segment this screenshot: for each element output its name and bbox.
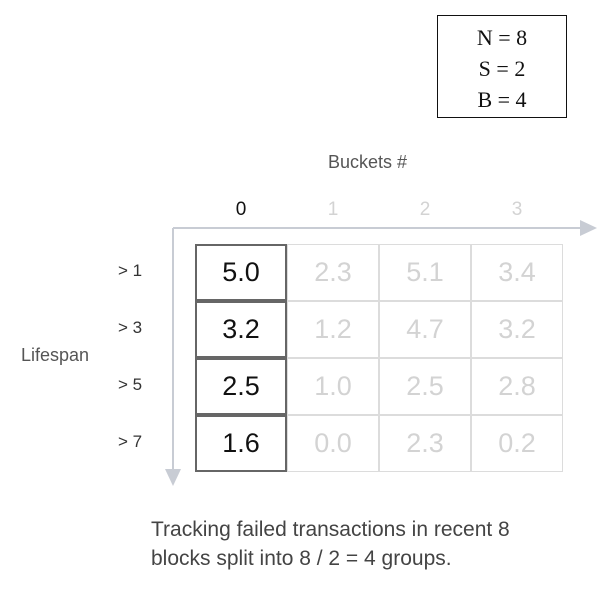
grid-cell-r3-c0: 1.6 — [195, 415, 287, 472]
grid-cell-r0-c2: 5.1 — [379, 244, 471, 301]
grid-cell-r1-c0: 3.2 — [195, 301, 287, 358]
x-tick-0: 0 — [235, 199, 247, 220]
grid-cell-r2-c3: 2.8 — [471, 358, 563, 415]
grid-cell-r2-c0: 2.5 — [195, 358, 287, 415]
y-tick-1: > 1 — [118, 261, 143, 280]
grid-cell-r1-c1: 1.2 — [287, 301, 379, 358]
x-axis-arrow — [580, 220, 597, 236]
grid-cell-r2-c1: 1.0 — [287, 358, 379, 415]
caption-line-1: Tracking failed transactions in recent 8 — [151, 518, 510, 541]
y-tick-4: > 7 — [118, 432, 143, 451]
caption-line-2: blocks split into 8 / 2 = 4 groups. — [151, 547, 452, 570]
y-axis-arrow — [165, 469, 181, 486]
x-tick-3: 3 — [511, 199, 523, 220]
x-tick-2: 2 — [419, 199, 431, 220]
grid-cell-r2-c2: 2.5 — [379, 358, 471, 415]
grid-cell-r3-c2: 2.3 — [379, 415, 471, 472]
y-axis-title: Lifespan — [21, 345, 90, 365]
param-n: N = 8 — [476, 25, 528, 50]
caption: Tracking failed transactions in recent 8… — [151, 515, 510, 573]
grid-cell-r0-c1: 2.3 — [287, 244, 379, 301]
grid-cell-r1-c2: 4.7 — [379, 301, 471, 358]
grid-cell-r0-c0: 5.0 — [195, 244, 287, 301]
param-s: S = 2 — [478, 56, 526, 81]
grid-cell-r3-c1: 0.0 — [287, 415, 379, 472]
grid-cell-r3-c3: 0.2 — [471, 415, 563, 472]
x-axis-title: Buckets # — [328, 152, 408, 172]
param-b: B = 4 — [477, 87, 527, 112]
y-tick-2: > 3 — [118, 318, 143, 337]
grid-cell-r1-c3: 3.2 — [471, 301, 563, 358]
grid-cell-r0-c3: 3.4 — [471, 244, 563, 301]
parameters-box: N = 8 S = 2 B = 4 — [437, 15, 567, 118]
y-tick-3: > 5 — [118, 375, 143, 394]
x-tick-1: 1 — [327, 199, 339, 220]
